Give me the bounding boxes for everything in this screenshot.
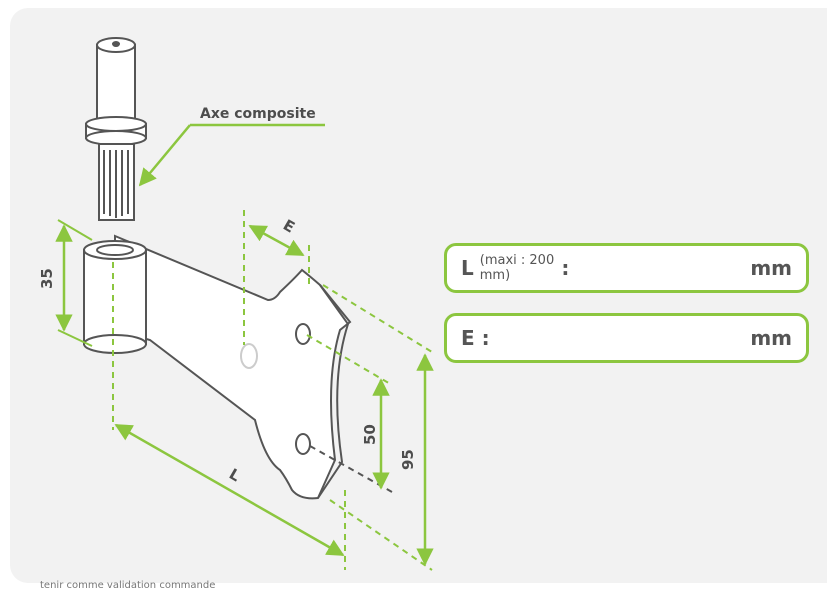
extension-lines <box>112 210 433 571</box>
length-L-key: L <box>461 256 474 280</box>
length-L-unit: mm <box>750 256 792 280</box>
callout-arrow <box>138 123 325 187</box>
offset-E-unit: mm <box>750 326 792 350</box>
dimension-label-L: L <box>226 465 244 486</box>
offset-E-key: E : <box>461 326 490 350</box>
solid-extension-lines <box>57 219 93 347</box>
offset-E-input[interactable] <box>489 315 751 361</box>
dimension-arrow-L <box>114 423 345 557</box>
length-L-input[interactable] <box>569 245 751 291</box>
length-L-colon: : <box>561 256 570 280</box>
dimension-arrow-E <box>248 224 305 257</box>
hinge-knuckle <box>83 240 147 354</box>
length-L-hint: (maxi : 200 mm) <box>479 253 555 283</box>
length-L-field[interactable]: L (maxi : 200 mm) : mm <box>444 243 809 293</box>
hinge-strap <box>114 234 352 500</box>
composite-pin <box>85 37 147 221</box>
dimension-label-35: 35 <box>38 268 56 289</box>
footnote-text: tenir comme validation commande <box>40 580 216 591</box>
dimension-label-50: 50 <box>361 424 379 445</box>
callout-label: Axe composite <box>200 106 316 122</box>
offset-E-field[interactable]: E : mm <box>444 313 809 363</box>
dimension-label-E: E <box>280 216 298 237</box>
dimension-label-95: 95 <box>399 449 417 470</box>
